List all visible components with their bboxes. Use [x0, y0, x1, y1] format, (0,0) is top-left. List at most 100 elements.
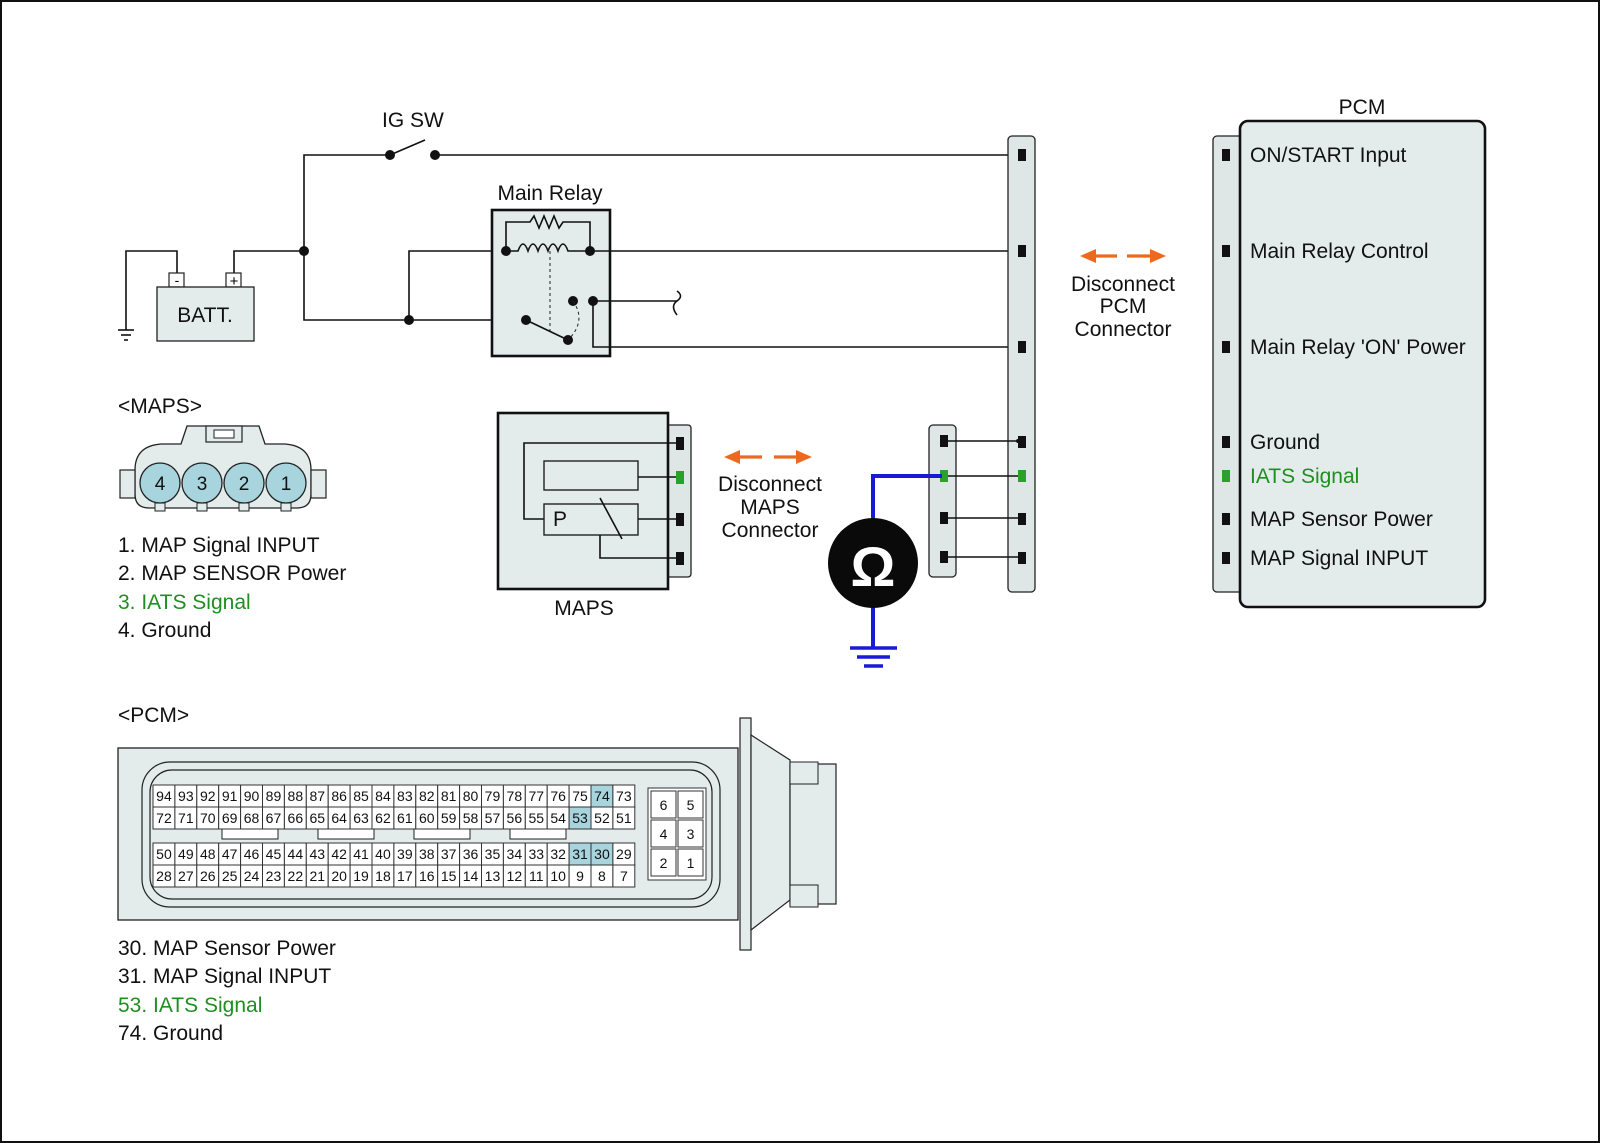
pcm-pin-number: 84	[375, 788, 391, 804]
pcm-pin-number: 43	[309, 846, 325, 862]
pcm-pin-number: 70	[200, 810, 216, 826]
pcm-pin-number: 41	[353, 846, 369, 862]
maps-pin	[265, 462, 307, 504]
pcm-pin-number: 94	[156, 788, 172, 804]
pcm-pin-number: 63	[353, 810, 369, 826]
pcm-pin-number: 61	[397, 810, 413, 826]
pcm-side-pin-number: 6	[660, 797, 668, 813]
pcm-pin-number: 65	[309, 810, 325, 826]
pcm-pin-number: 51	[616, 810, 632, 826]
pcm-pin-number: 52	[594, 810, 610, 826]
pcm-pin-number: 90	[244, 788, 260, 804]
pcm-terminal-pin	[1222, 245, 1230, 257]
pcm-pin-number: 17	[397, 868, 413, 884]
pcm-terminal-pin	[1222, 513, 1230, 525]
maps-legend-item: 1. MAP Signal INPUT	[118, 534, 320, 557]
pcm-pin-number: 57	[485, 810, 501, 826]
battery-minus: -	[175, 272, 180, 288]
pcm-legend-item: 74. Ground	[118, 1022, 223, 1045]
pcm-pin-number: 54	[550, 810, 566, 826]
maps-pin	[181, 462, 223, 504]
maps-pin-number: 3	[197, 474, 208, 495]
pcm-side-pin-cell	[677, 819, 704, 848]
pcm-pin-number: 55	[528, 810, 544, 826]
pcm-terminal-pin	[1222, 341, 1230, 353]
pcm-pin-number: 73	[616, 788, 632, 804]
pcm-pin-number: 19	[353, 868, 369, 884]
maps-sensor: P MAPS	[496, 411, 692, 620]
pcm-side-pin-cell	[677, 848, 704, 877]
pcm-pin-number: 31	[572, 846, 588, 862]
maps-pin-number: 4	[155, 474, 166, 495]
pcm-legend-item: 31. MAP Signal INPUT	[118, 965, 331, 988]
pcm-pin-number: 40	[375, 846, 391, 862]
pcm-side-pin-number: 2	[660, 855, 668, 871]
pcm-pin-number: 30	[594, 846, 610, 862]
pcm-pin-number: 29	[616, 846, 632, 862]
pcm-pin-number: 7	[620, 868, 628, 884]
pcm-pin-number: 80	[463, 788, 479, 804]
pcm-pin-number: 11	[529, 868, 544, 884]
pcm-pin-number: 49	[178, 846, 194, 862]
pcm-pin-number: 10	[550, 868, 566, 884]
pcm-pin-number: 33	[528, 846, 544, 862]
pcm-pin-number: 12	[507, 868, 523, 884]
pcm-pin-number: 58	[463, 810, 479, 826]
pcm-pin-number: 67	[266, 810, 282, 826]
pcm-side-pin-cell	[650, 848, 677, 877]
maps-harness-connector	[928, 424, 1020, 578]
pcm-pin-number: 15	[441, 868, 457, 884]
pcm-terminal-label: MAP Signal INPUT	[1250, 547, 1428, 570]
pcm-terminal-label: Main Relay 'ON' Power	[1250, 336, 1466, 359]
pcm-pin-number: 81	[441, 788, 457, 804]
pcm-side-pin-cell	[650, 819, 677, 848]
disconnect-maps-line2: MAPS	[740, 496, 800, 519]
pcm-pin-number: 77	[528, 788, 544, 804]
pcm-pin-number: 87	[309, 788, 325, 804]
pcm-pin-number: 22	[288, 868, 304, 884]
pcm-side-pin-cell	[677, 790, 704, 819]
pcm-pin-number: 79	[485, 788, 501, 804]
pcm-pin-number: 64	[331, 810, 347, 826]
pcm-pin-number: 27	[178, 868, 194, 884]
maps-connector-title: <MAPS>	[118, 395, 202, 418]
pcm-pin-number: 91	[222, 788, 238, 804]
maps-p-label: P	[553, 508, 567, 531]
pcm-pin-number: 14	[463, 868, 479, 884]
pcm-pin-number: 86	[331, 788, 347, 804]
pcm-pin-number: 56	[507, 810, 523, 826]
disconnect-maps-line1: Disconnect	[718, 473, 822, 496]
pcm-pin-number: 45	[266, 846, 282, 862]
pcm-side-pin-number: 3	[687, 826, 695, 842]
pcm-pin-number: 85	[353, 788, 369, 804]
battery-label: BATT.	[177, 304, 233, 327]
battery-plus: +	[230, 273, 239, 290]
pcm-pin-cell	[612, 864, 636, 888]
main-relay-label: Main Relay	[497, 182, 603, 205]
disconnect-maps-line3: Connector	[722, 519, 819, 542]
maps-pin-number: 2	[239, 474, 250, 495]
pcm-terminal-label: IATS Signal	[1250, 465, 1359, 488]
battery: - + BATT.	[156, 272, 255, 342]
pcm-pin-number: 88	[288, 788, 304, 804]
pcm-pin-number: 42	[331, 846, 347, 862]
pcm-legend-item: 30. MAP Sensor Power	[118, 937, 336, 960]
maps-pin-number: 1	[281, 474, 292, 495]
pcm-pin-number: 62	[375, 810, 391, 826]
pcm-terminal-pin	[1222, 436, 1230, 448]
pcm-pin-number: 74	[594, 788, 610, 804]
disconnect-maps-indicator: Disconnect MAPS Connector	[718, 450, 822, 542]
pcm-pin-number: 23	[266, 868, 282, 884]
pcm-pin-number: 69	[222, 810, 238, 826]
pcm-terminal-pin	[1222, 149, 1230, 161]
pcm-title: PCM	[1339, 96, 1386, 119]
disconnect-pcm-indicator: Disconnect PCM Connector	[1071, 249, 1175, 341]
pcm-pin-cell	[612, 806, 636, 830]
pcm-legend-item: 53. IATS Signal	[118, 994, 262, 1017]
maps-legend-item: 4. Ground	[118, 619, 211, 642]
pcm-side-pin-cell	[650, 790, 677, 819]
pcm-pin-number: 53	[572, 810, 588, 826]
maps-pin	[139, 462, 181, 504]
pcm-pin-number: 48	[200, 846, 216, 862]
